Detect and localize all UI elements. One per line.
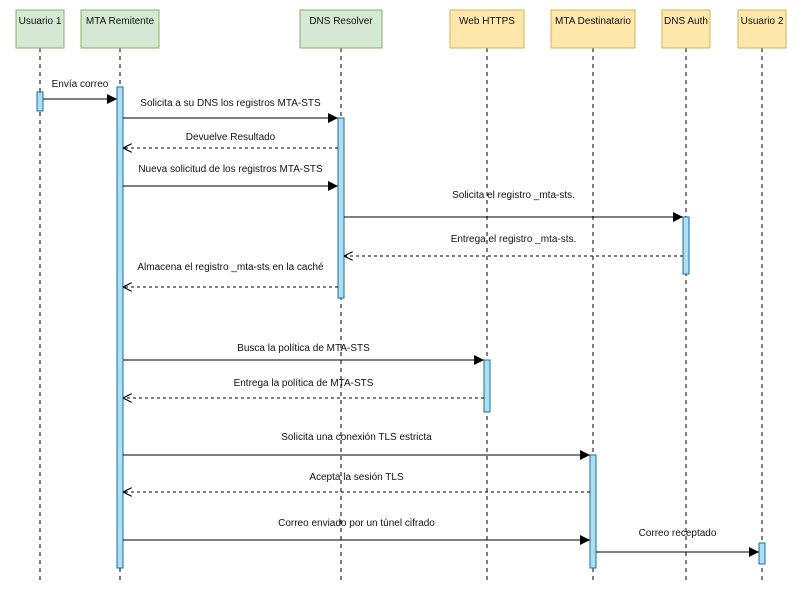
participant-box <box>15 9 65 49</box>
participant-label: Usuario 1 <box>19 16 62 27</box>
participant-box <box>449 9 525 49</box>
message-9[interactable]: Entrega la política de MTA-STS <box>123 378 484 398</box>
participant-mta[interactable]: MTA Remitente <box>80 9 160 49</box>
message-label: Entrega el registro _mta-sts. <box>451 234 577 245</box>
message-label: Nueva solicitud de los registros MTA-STS <box>138 164 323 175</box>
participant-box <box>661 9 711 49</box>
message-8[interactable]: Busca la política de MTA-STS <box>123 343 484 365</box>
message-11[interactable]: Acepta la sesión TLS <box>123 472 590 492</box>
participant-label: MTA Remitente <box>86 16 155 27</box>
participant-mtad[interactable]: MTA Destinatario <box>550 9 636 49</box>
participant-box <box>299 9 383 49</box>
message-label: Solicita el registro _mta-sts. <box>452 190 575 201</box>
message-3[interactable]: Devuelve Resultado <box>123 132 338 148</box>
participant-box <box>737 9 787 49</box>
participant-dns[interactable]: DNS Resolver <box>299 9 383 49</box>
activation-bar-mtad <box>589 454 597 569</box>
activation-bar-dns <box>337 117 345 299</box>
message-label: Correo receptado <box>639 528 717 539</box>
message-1[interactable]: Envía correo <box>43 79 117 104</box>
participant-box <box>550 9 636 49</box>
message-10[interactable]: Solicita una conexión TLS estricta <box>123 432 590 460</box>
participant-label: Web HTTPS <box>459 16 515 27</box>
activation-bar-u1 <box>36 91 44 112</box>
participant-label: MTA Destinatario <box>555 16 631 27</box>
activation-bar-u2 <box>758 542 766 565</box>
message-label: Entrega la política de MTA-STS <box>234 378 374 389</box>
message-label: Solicita a su DNS los registros MTA-STS <box>140 98 321 109</box>
participant-web[interactable]: Web HTTPS <box>449 9 525 49</box>
participant-u1[interactable]: Usuario 1 <box>15 9 65 49</box>
message-4[interactable]: Nueva solicitud de los registros MTA-STS <box>123 164 338 191</box>
participant-u2[interactable]: Usuario 2 <box>737 9 787 49</box>
message-label: Envía correo <box>52 79 109 90</box>
message-5[interactable]: Solicita el registro _mta-sts. <box>344 190 683 222</box>
message-6[interactable]: Entrega el registro _mta-sts. <box>344 234 683 256</box>
message-7[interactable]: Almacena el registro _mta-sts en la cach… <box>123 262 338 287</box>
message-13[interactable]: Correo receptado <box>596 528 759 557</box>
message-2[interactable]: Solicita a su DNS los registros MTA-STS <box>123 98 338 123</box>
activation-bar-web <box>483 359 491 413</box>
message-12[interactable]: Correo enviado por un túnel cifrado <box>123 518 590 545</box>
message-label: Almacena el registro _mta-sts en la cach… <box>137 262 324 273</box>
participant-label: DNS Resolver <box>309 16 373 27</box>
activation-bar-mta <box>116 86 124 569</box>
participant-auth[interactable]: DNS Auth <box>661 9 711 49</box>
message-label: Solicita una conexión TLS estricta <box>281 432 432 443</box>
activation-bar-auth <box>682 216 690 275</box>
participant-box <box>80 9 160 49</box>
participant-label: DNS Auth <box>664 16 708 27</box>
message-label: Devuelve Resultado <box>186 132 276 143</box>
message-label: Acepta la sesión TLS <box>309 472 404 483</box>
participant-label: Usuario 2 <box>741 16 784 27</box>
message-label: Correo enviado por un túnel cifrado <box>278 518 435 529</box>
message-label: Busca la política de MTA-STS <box>237 343 370 354</box>
